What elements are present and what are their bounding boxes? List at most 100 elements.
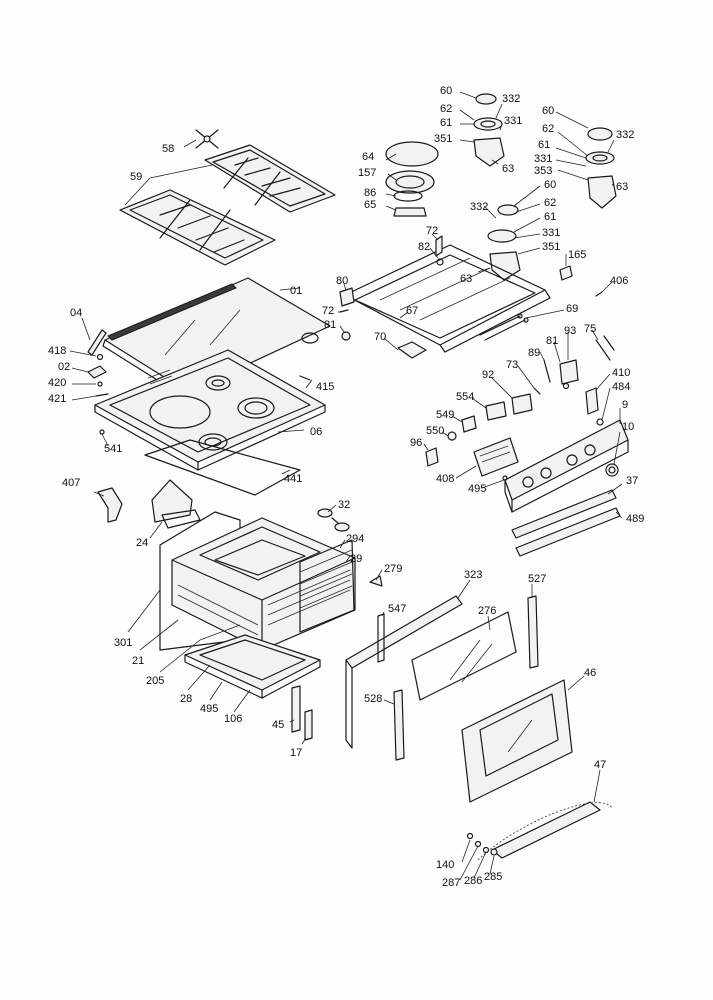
part-70-spark-module: [397, 341, 427, 359]
callout-353: 353: [534, 165, 552, 177]
part-65-burner-base: [393, 207, 427, 217]
part-406-screw: [595, 291, 603, 297]
callout-205: 205: [146, 675, 164, 687]
callout-46: 46: [584, 667, 596, 679]
callout-140: 140: [436, 859, 454, 871]
callout-294: 294: [346, 533, 364, 545]
callout-24: 24: [136, 537, 148, 549]
part-554-switch: [485, 401, 507, 421]
callout-323: 323: [464, 569, 482, 581]
callout-287: 287: [442, 877, 460, 889]
callout-332a: 332: [502, 93, 520, 105]
part-burner-a-cap: [475, 93, 497, 105]
part-67-gas-frame: [344, 244, 551, 353]
callout-60c: 60: [544, 179, 556, 191]
callout-332b: 332: [616, 129, 634, 141]
callout-72b: 72: [322, 305, 334, 317]
callout-495a: 495: [200, 703, 218, 715]
callout-106: 106: [224, 713, 242, 725]
callout-301: 301: [114, 637, 132, 649]
part-527-side-profile: [527, 595, 539, 669]
part-burner-b-base: [587, 175, 617, 209]
part-59-grates: [119, 144, 336, 266]
callout-62c: 62: [544, 197, 556, 209]
callout-89: 89: [528, 347, 540, 359]
part-37-front-strip: [511, 489, 617, 539]
callout-351b: 351: [542, 241, 560, 253]
part-276-inner-glass: [411, 611, 517, 701]
callout-62a: 62: [440, 103, 452, 115]
part-157-burner-crown: [385, 170, 435, 194]
callout-9: 9: [622, 399, 628, 411]
part-81-fitting-left: [341, 331, 351, 341]
callout-165: 165: [568, 249, 586, 261]
callout-17: 17: [290, 747, 302, 759]
part-408-timer-board: [473, 437, 519, 477]
callout-96: 96: [410, 437, 422, 449]
callout-93: 93: [564, 325, 576, 337]
callout-58: 58: [162, 143, 174, 155]
part-93-switch: [559, 359, 579, 385]
part-420-washer: [97, 381, 103, 387]
callout-408: 408: [436, 473, 454, 485]
callout-29: 29: [350, 553, 362, 565]
part-549-knob-spindle: [461, 415, 477, 433]
callout-549: 549: [436, 409, 454, 421]
part-10-knob: [605, 463, 619, 477]
callout-59: 59: [130, 171, 142, 183]
callout-550: 550: [426, 425, 444, 437]
part-28-drip-tray: [184, 634, 321, 699]
callout-495b: 495: [468, 483, 486, 495]
callout-61a: 61: [440, 117, 452, 129]
callout-63a: 63: [502, 163, 514, 175]
part-46-outer-door: [461, 679, 573, 803]
part-21-oven-cavity: [171, 517, 356, 651]
callout-67: 67: [406, 305, 418, 317]
part-528-side-profile: [393, 689, 405, 761]
callout-276: 276: [478, 605, 496, 617]
part-burner-a-base: [473, 137, 505, 167]
callout-75: 75: [584, 323, 596, 335]
part-47-door-handle: [477, 801, 613, 861]
part-02-hinge-bracket: [87, 365, 107, 379]
callout-06: 06: [310, 426, 322, 438]
part-484-spacer: [596, 418, 604, 426]
callout-72a: 72: [426, 225, 438, 237]
callout-81a: 81: [324, 319, 336, 331]
part-72-igniter-top: [435, 235, 443, 257]
callout-157: 157: [358, 167, 376, 179]
part-64-burner-cap: [385, 141, 439, 167]
part-73-bracket: [533, 387, 541, 395]
callout-421: 421: [48, 393, 66, 405]
part-17-rail: [304, 709, 313, 741]
callout-81b: 81: [546, 335, 558, 347]
part-89-wire: [543, 359, 551, 383]
callout-61b: 61: [538, 139, 550, 151]
callout-86: 86: [364, 187, 376, 199]
part-205-baking-tray: [199, 624, 241, 641]
callout-04: 04: [70, 307, 82, 319]
part-burner-a-crown: [473, 117, 503, 131]
callout-labels: 58 59 01 04 418 02 420 421 541 06 415 44…: [48, 85, 644, 889]
callout-28: 28: [180, 693, 192, 705]
callout-331b: 331: [534, 153, 552, 165]
callout-45: 45: [272, 719, 284, 731]
part-80-valve: [339, 287, 355, 307]
callout-82: 82: [418, 241, 430, 253]
callout-441: 441: [284, 473, 302, 485]
part-323-door-frame: [345, 595, 463, 749]
callout-547: 547: [388, 603, 406, 615]
part-24-bracket: [151, 479, 201, 529]
part-415-clip: [299, 375, 311, 381]
callout-410: 410: [612, 367, 630, 379]
part-32-oven-lamp: [317, 508, 350, 532]
part-279-lamp-cover: [369, 575, 383, 587]
part-547-bracket: [377, 613, 385, 663]
part-495-panel-screw: [502, 475, 508, 481]
callout-420: 420: [48, 377, 66, 389]
part-45-rail: [291, 685, 301, 733]
part-285-end-cap: [490, 848, 498, 856]
callout-10: 10: [622, 421, 634, 433]
